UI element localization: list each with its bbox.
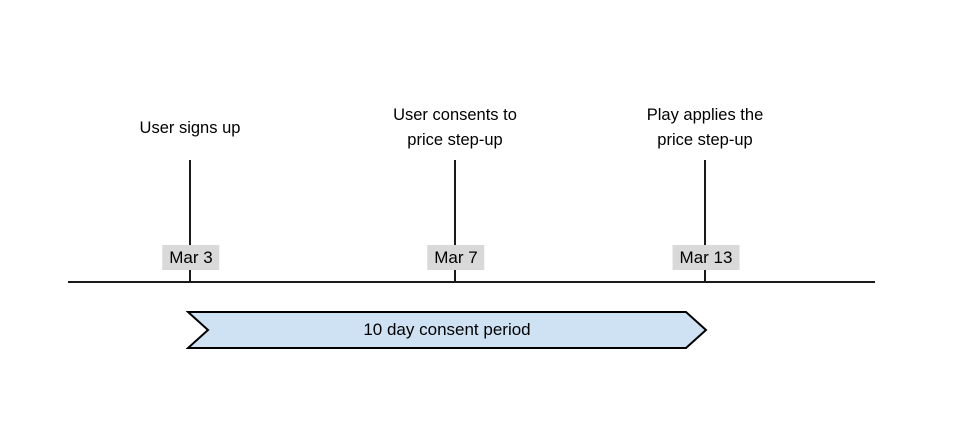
event-title-play-applies: Play applies the price step-up	[646, 106, 764, 149]
date-label-mar-7: Mar 7	[427, 245, 485, 270]
event-tick-mar-13	[704, 160, 706, 282]
timeline-axis	[68, 281, 875, 283]
event-title-user-consents: User consents to price step-up	[393, 106, 517, 149]
date-label-mar-13: Mar 13	[672, 245, 740, 270]
date-label-mar-3: Mar 3	[162, 245, 220, 270]
consent-period-banner: 10 day consent period	[186, 310, 708, 350]
consent-period-label: 10 day consent period	[363, 320, 531, 339]
chevron-ribbon-polygon	[186, 311, 708, 349]
chevron-ribbon-shape	[186, 311, 708, 349]
event-tick-mar-7	[454, 160, 456, 282]
event-title-user-signs-up: User signs up	[139, 118, 241, 137]
event-tick-mar-3	[189, 160, 191, 282]
